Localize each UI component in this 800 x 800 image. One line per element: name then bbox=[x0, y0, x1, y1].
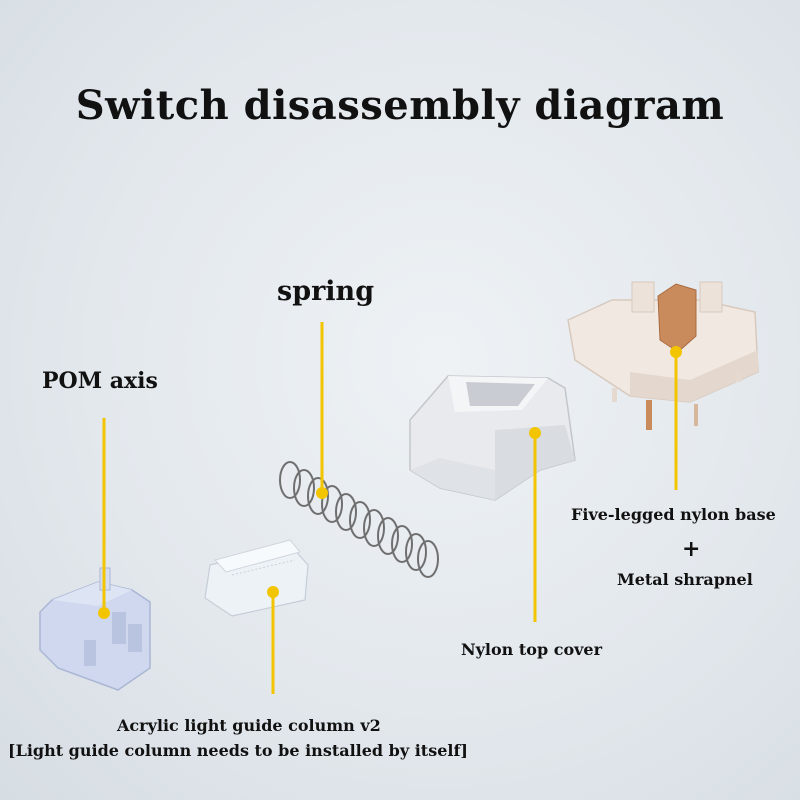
pom-axis-part bbox=[39, 567, 151, 691]
label-light-guide: Acrylic light guide column v2 bbox=[117, 716, 381, 735]
leader-dot-pom bbox=[98, 607, 110, 619]
leader-lines bbox=[98, 322, 682, 694]
leader-dot-cover bbox=[529, 427, 541, 439]
label-plus-sign: + bbox=[682, 536, 701, 562]
leader-dot-spring bbox=[316, 487, 328, 499]
label-metal-shrapnel: Metal shrapnel bbox=[617, 570, 753, 589]
label-nylon-base: Five-legged nylon base bbox=[571, 505, 776, 524]
acrylic-light-guide-part bbox=[204, 539, 309, 617]
leader-dot-base bbox=[670, 346, 682, 358]
label-pom-axis: POM axis bbox=[42, 368, 158, 394]
leader-dot-acrylic bbox=[267, 586, 279, 598]
diagram-title: Switch disassembly diagram bbox=[75, 82, 725, 129]
spring-part bbox=[279, 461, 439, 578]
label-light-guide-note: [Light guide column needs to be installe… bbox=[8, 741, 468, 760]
label-spring: spring bbox=[277, 276, 375, 307]
nylon-top-cover-part bbox=[409, 375, 576, 501]
label-top-cover: Nylon top cover bbox=[461, 640, 603, 659]
nylon-base-part bbox=[567, 281, 759, 430]
